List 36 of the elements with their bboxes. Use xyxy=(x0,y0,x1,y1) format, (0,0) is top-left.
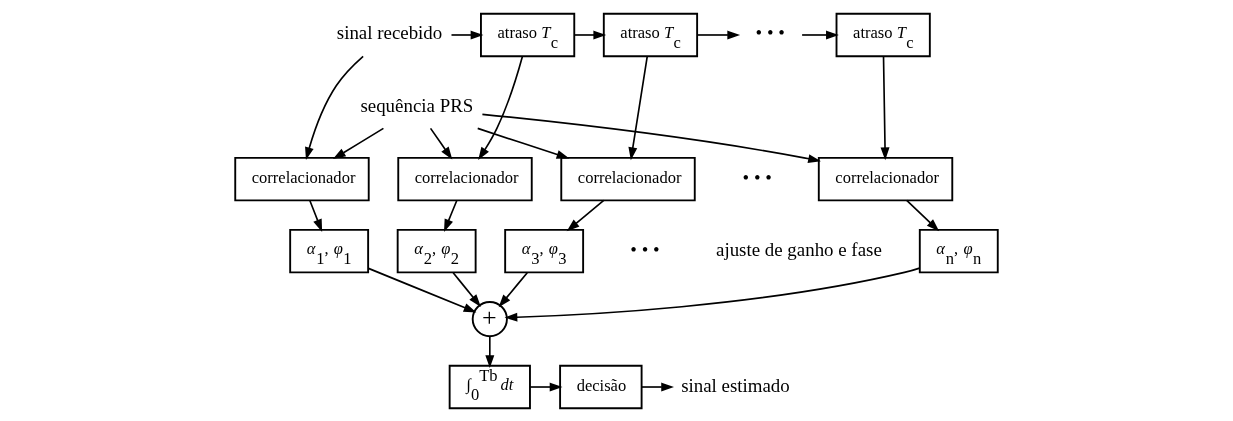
arrow xyxy=(529,382,563,391)
arrow xyxy=(309,199,323,232)
arrow xyxy=(485,335,495,368)
arrow xyxy=(305,55,364,160)
arrow xyxy=(566,199,605,231)
arrow xyxy=(332,127,385,159)
node-text: sequência PRS xyxy=(360,94,474,116)
arrow xyxy=(498,271,529,307)
arrow xyxy=(905,199,940,231)
node-box: correlacionador xyxy=(397,156,533,201)
arrow xyxy=(504,266,921,322)
arrow xyxy=(429,127,453,160)
label: ajuste de ganho e fase xyxy=(716,238,882,260)
node-box: correlacionador xyxy=(234,156,370,201)
node-text: sinal recebido xyxy=(336,21,443,43)
node-box: decisão xyxy=(559,364,643,409)
arrow xyxy=(452,271,481,307)
arrow xyxy=(444,199,458,232)
node-circle: + xyxy=(471,300,508,337)
node-text: • • • xyxy=(755,21,785,43)
arrow xyxy=(801,30,839,39)
node-box: correlacionador xyxy=(560,156,696,201)
label: • • • xyxy=(742,166,772,188)
arrow xyxy=(476,127,570,159)
arrow xyxy=(880,55,890,160)
node-box: correlacionador xyxy=(817,156,954,201)
arrow xyxy=(481,113,821,163)
arrow xyxy=(450,30,484,39)
arrow xyxy=(573,30,607,39)
arrow xyxy=(478,55,524,160)
arrow xyxy=(628,55,649,160)
arrow xyxy=(367,267,477,312)
arrow xyxy=(696,30,741,39)
arrow xyxy=(641,382,674,391)
label: • • • xyxy=(630,238,660,260)
node-text: sinal estimado xyxy=(681,374,790,395)
